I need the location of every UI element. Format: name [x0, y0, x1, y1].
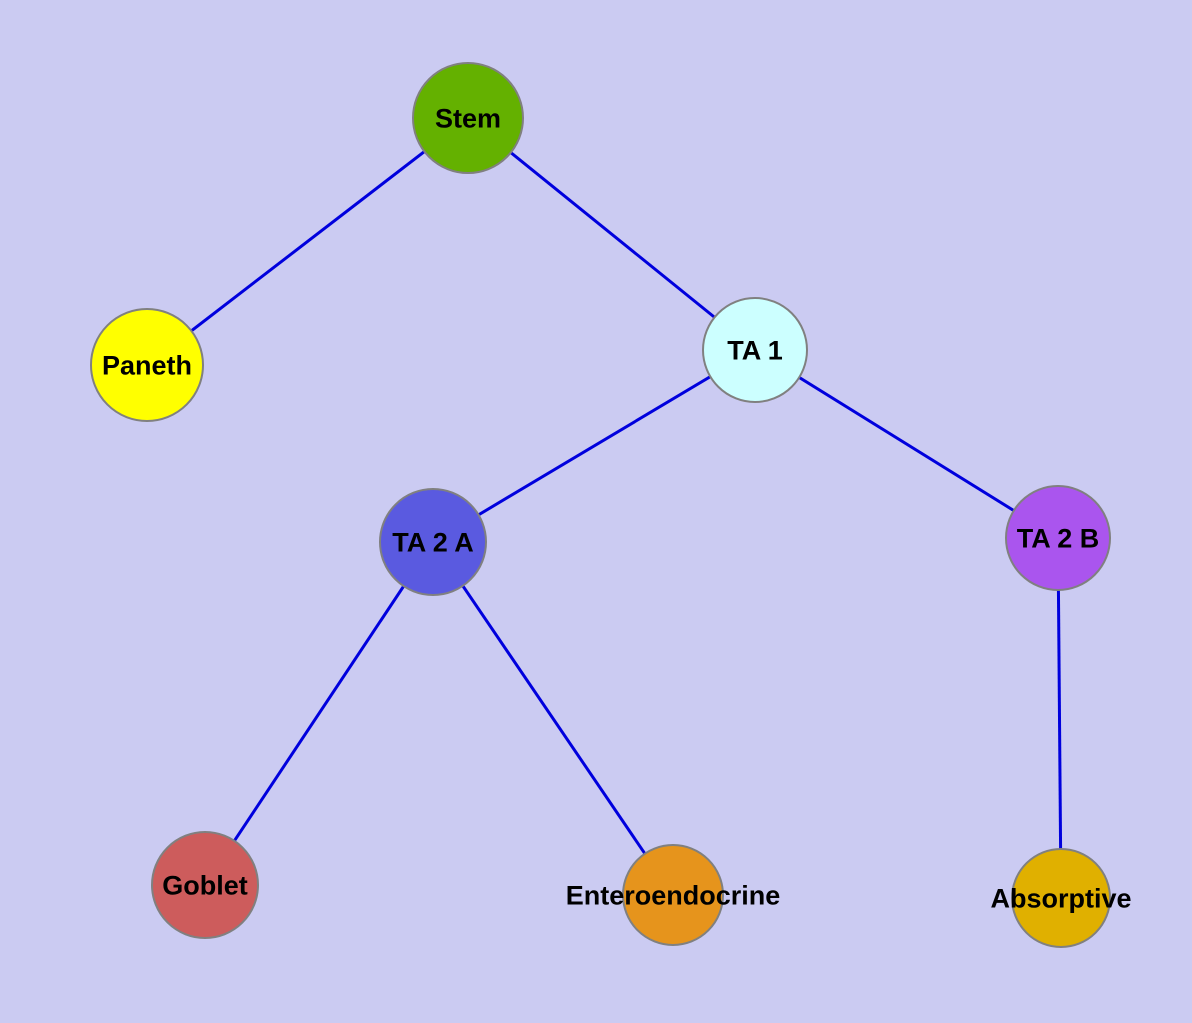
node-stem-label: Stem: [435, 103, 501, 133]
node-ta-2-a-circle[interactable]: [379, 488, 487, 596]
node-enteroendocrine-circle[interactable]: [622, 844, 724, 946]
node-goblet-circle[interactable]: [151, 831, 259, 939]
node-absorptive-label: Absorptive: [990, 883, 1131, 913]
edge-ta-2-a-goblet: [203, 541, 435, 886]
node-enteroendocrine-label: Enteroendocrine: [566, 880, 781, 910]
edge-ta-2-a-enteroendocrine: [431, 541, 675, 896]
node-ta-2-b-label: TA 2 B: [1017, 523, 1100, 553]
node-ta-2-b-circle[interactable]: [1005, 485, 1111, 591]
node-absorptive-circle[interactable]: [1011, 848, 1111, 948]
node-paneth[interactable]: Paneth: [90, 308, 204, 422]
edge-ta-2-b-absorptive: [1056, 537, 1063, 899]
node-stem-circle[interactable]: [412, 62, 524, 174]
edge-ta-1-ta-2-b: [754, 348, 1059, 540]
node-ta-1[interactable]: TA 1: [702, 297, 808, 403]
node-ta-2-b[interactable]: TA 2 B: [1005, 485, 1111, 591]
edge-stem-paneth: [146, 116, 469, 367]
node-goblet-label: Goblet: [162, 870, 248, 900]
node-ta-2-a[interactable]: TA 2 A: [379, 488, 487, 596]
node-paneth-circle[interactable]: [90, 308, 204, 422]
node-ta-1-label: TA 1: [727, 335, 783, 365]
node-paneth-label: Paneth: [102, 350, 192, 380]
edge-ta-1-ta-2-a: [432, 348, 756, 544]
node-ta-2-a-label: TA 2 A: [392, 527, 474, 557]
node-absorptive[interactable]: Absorptive: [990, 848, 1132, 948]
node-goblet[interactable]: Goblet: [151, 831, 259, 939]
edge-stem-ta-1: [467, 116, 756, 352]
node-enteroendocrine[interactable]: Enteroendocrine: [566, 844, 781, 946]
node-ta-1-circle[interactable]: [702, 297, 808, 403]
node-stem[interactable]: Stem: [412, 62, 524, 174]
